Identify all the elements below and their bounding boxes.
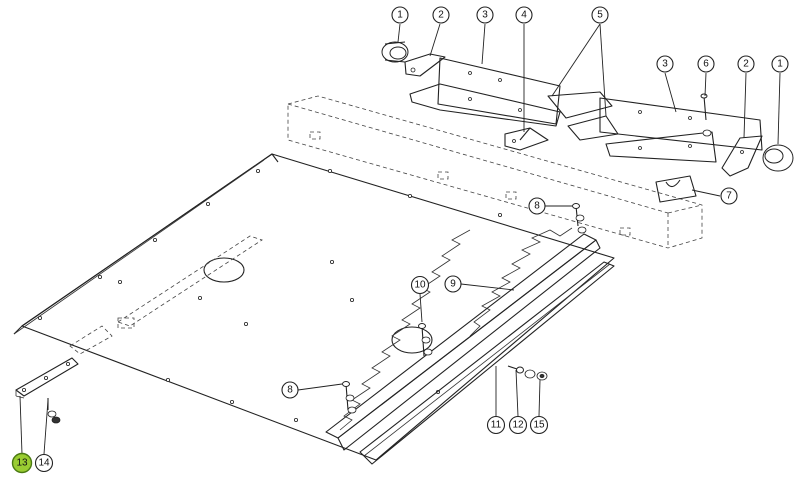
callout-11[interactable]: 11 bbox=[486, 415, 506, 435]
callout-2-right[interactable]: 2 bbox=[737, 55, 755, 73]
callout-10[interactable]: 10 bbox=[410, 275, 430, 295]
callout-7[interactable]: 7 bbox=[720, 187, 738, 205]
leader-lines bbox=[19, 23, 781, 455]
callout-label: 13 bbox=[16, 458, 28, 469]
callout-2-top[interactable]: 2 bbox=[432, 6, 450, 24]
callout-3-top[interactable]: 3 bbox=[476, 6, 494, 24]
callout-9[interactable]: 9 bbox=[444, 275, 462, 293]
callout-6[interactable]: 6 bbox=[697, 55, 715, 73]
callout-label: 2 bbox=[438, 10, 444, 21]
callout-13-highlighted[interactable]: 13 bbox=[11, 452, 33, 474]
callout-label: 14 bbox=[38, 458, 50, 469]
callout-14[interactable]: 14 bbox=[34, 453, 54, 473]
fasteners bbox=[342, 203, 587, 414]
channel-rail bbox=[325, 227, 615, 465]
callout-label: 2 bbox=[743, 59, 749, 70]
callout-12[interactable]: 12 bbox=[508, 415, 528, 435]
base-plate bbox=[13, 153, 615, 461]
callouts: 1 2 3 4 5 3 6 2 1 7 8 9 10 8 11 12 15 13… bbox=[11, 6, 789, 474]
callout-label: 10 bbox=[414, 280, 426, 291]
callout-label: 9 bbox=[450, 279, 456, 290]
dashed-beam bbox=[287, 95, 703, 249]
callout-5[interactable]: 5 bbox=[591, 6, 609, 24]
callout-label: 8 bbox=[534, 201, 540, 212]
callout-8-top[interactable]: 8 bbox=[528, 197, 546, 215]
callout-1-top[interactable]: 1 bbox=[391, 6, 409, 24]
callout-label: 1 bbox=[777, 59, 783, 70]
upper-assembly bbox=[381, 41, 794, 203]
callout-3-right[interactable]: 3 bbox=[656, 55, 674, 73]
callout-8-bottom[interactable]: 8 bbox=[281, 381, 299, 399]
callout-label: 7 bbox=[726, 191, 732, 202]
callout-15[interactable]: 15 bbox=[529, 415, 549, 435]
callout-label: 6 bbox=[703, 59, 709, 70]
callout-4[interactable]: 4 bbox=[515, 6, 533, 24]
callout-label: 12 bbox=[512, 420, 524, 431]
callout-label: 15 bbox=[533, 420, 545, 431]
callout-label: 5 bbox=[597, 10, 603, 21]
callout-label: 8 bbox=[287, 385, 293, 396]
callout-label: 4 bbox=[521, 10, 527, 21]
callout-label: 3 bbox=[482, 10, 488, 21]
callout-label: 3 bbox=[662, 59, 668, 70]
callout-label: 1 bbox=[397, 10, 403, 21]
callout-1-right[interactable]: 1 bbox=[771, 55, 789, 73]
callout-label: 11 bbox=[491, 420, 502, 431]
